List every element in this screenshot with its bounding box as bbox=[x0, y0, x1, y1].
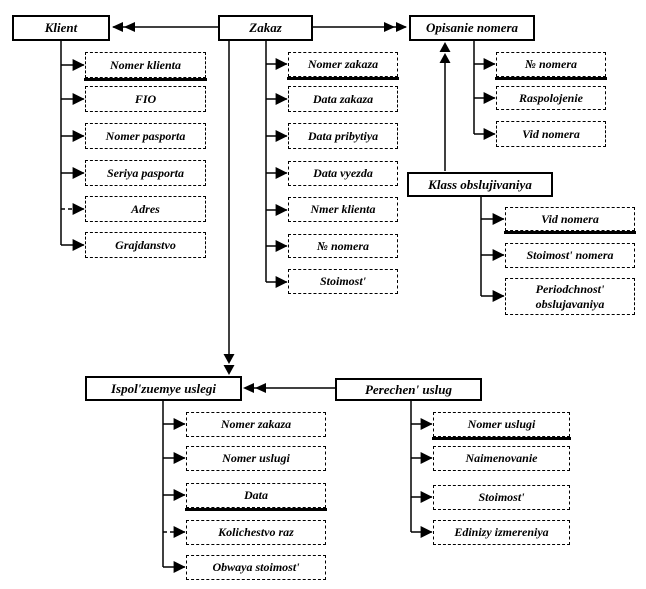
attr-opisanie-no-nomera: № nomera bbox=[495, 52, 607, 80]
entity-ispolzuemye-uslegi: Ispol'zuemye uslegi bbox=[85, 376, 242, 401]
attr-ispolzuemye-data: Data bbox=[185, 483, 327, 511]
attr-klient-seriya-pasporta: Seriya pasporta bbox=[85, 160, 206, 186]
entity-klient: Klient bbox=[12, 15, 110, 41]
relation-zakaz-klient bbox=[112, 22, 218, 32]
attr-zakaz-data-vyezda: Data vyezda bbox=[288, 161, 398, 186]
entity-zakaz: Zakaz bbox=[218, 15, 313, 41]
attr-klass-vid-nomera: Vid nomera bbox=[504, 207, 636, 234]
attr-ispolzuemye-kolichestvo-raz: Kolichestvo raz bbox=[186, 520, 326, 545]
attr-klass-periodchnost-obslujavaniya: Periodchnost' obslujavaniya bbox=[505, 278, 635, 315]
attr-perechen-stoimost: Stoimost' bbox=[433, 485, 570, 510]
attr-klient-fio: FIO bbox=[85, 86, 206, 112]
attr-ispolzuemye-obwaya-stoimost: Obwaya stoimost' bbox=[186, 555, 326, 580]
relation-zakaz-opisanie bbox=[313, 22, 407, 32]
entity-perechen-uslug: Perechen' uslug bbox=[335, 378, 482, 401]
relation-perechen-ispolzuemye bbox=[243, 383, 335, 393]
attr-perechen-edinizy-izmereniya: Edinizy izmereniya bbox=[433, 520, 570, 545]
attr-klass-stoimost-nomera: Stoimost' nomera bbox=[505, 243, 635, 268]
perechen-attribute-connectors bbox=[410, 401, 433, 538]
klient-attribute-connectors bbox=[60, 41, 85, 251]
attr-zakaz-nomer-zakaza: Nomer zakaza bbox=[287, 52, 399, 80]
attr-klient-nomer-klienta: Nomer klienta bbox=[84, 52, 207, 81]
attr-zakaz-nmer-klienta: Nmer klienta bbox=[288, 197, 398, 222]
ispolzuemye-attribute-connectors bbox=[162, 401, 186, 573]
attr-zakaz-data-zakaza: Data zakaza bbox=[288, 86, 398, 112]
attr-zakaz-stoimost: Stoimost' bbox=[288, 269, 398, 294]
zakaz-attribute-connectors bbox=[265, 41, 288, 288]
attr-perechen-naimenovanie: Naimenovanie bbox=[433, 446, 570, 471]
entity-opisanie-nomera: Opisanie nomera bbox=[409, 15, 535, 41]
attr-opisanie-vid-nomera: Vid nomera bbox=[496, 121, 606, 147]
attr-zakaz-data-pribytiya: Data pribytiya bbox=[288, 123, 398, 149]
entity-klass-obslujivaniya: Klass obslujivaniya bbox=[407, 172, 553, 197]
klass-attribute-connectors bbox=[480, 197, 505, 302]
attr-zakaz-no-nomera: № nomera bbox=[288, 234, 398, 258]
attr-klient-grajdanstvo: Grajdanstvo bbox=[85, 232, 206, 258]
attr-ispolzuemye-nomer-zakaza: Nomer zakaza bbox=[186, 412, 326, 437]
attr-ispolzuemye-nomer-uslugi: Nomer uslugi bbox=[186, 446, 326, 471]
opisanie-attribute-connectors bbox=[473, 41, 496, 140]
attr-klient-nomer-pasporta: Nomer pasporta bbox=[85, 123, 206, 149]
relation-zakaz-ispolzuemye bbox=[223, 41, 235, 375]
attr-perechen-nomer-uslugi: Nomer uslugi bbox=[432, 412, 571, 440]
attr-opisanie-raspolojenie: Raspolojenie bbox=[496, 86, 606, 110]
attr-klient-adres: Adres bbox=[85, 196, 206, 222]
relation-klass-opisanie bbox=[439, 42, 451, 171]
